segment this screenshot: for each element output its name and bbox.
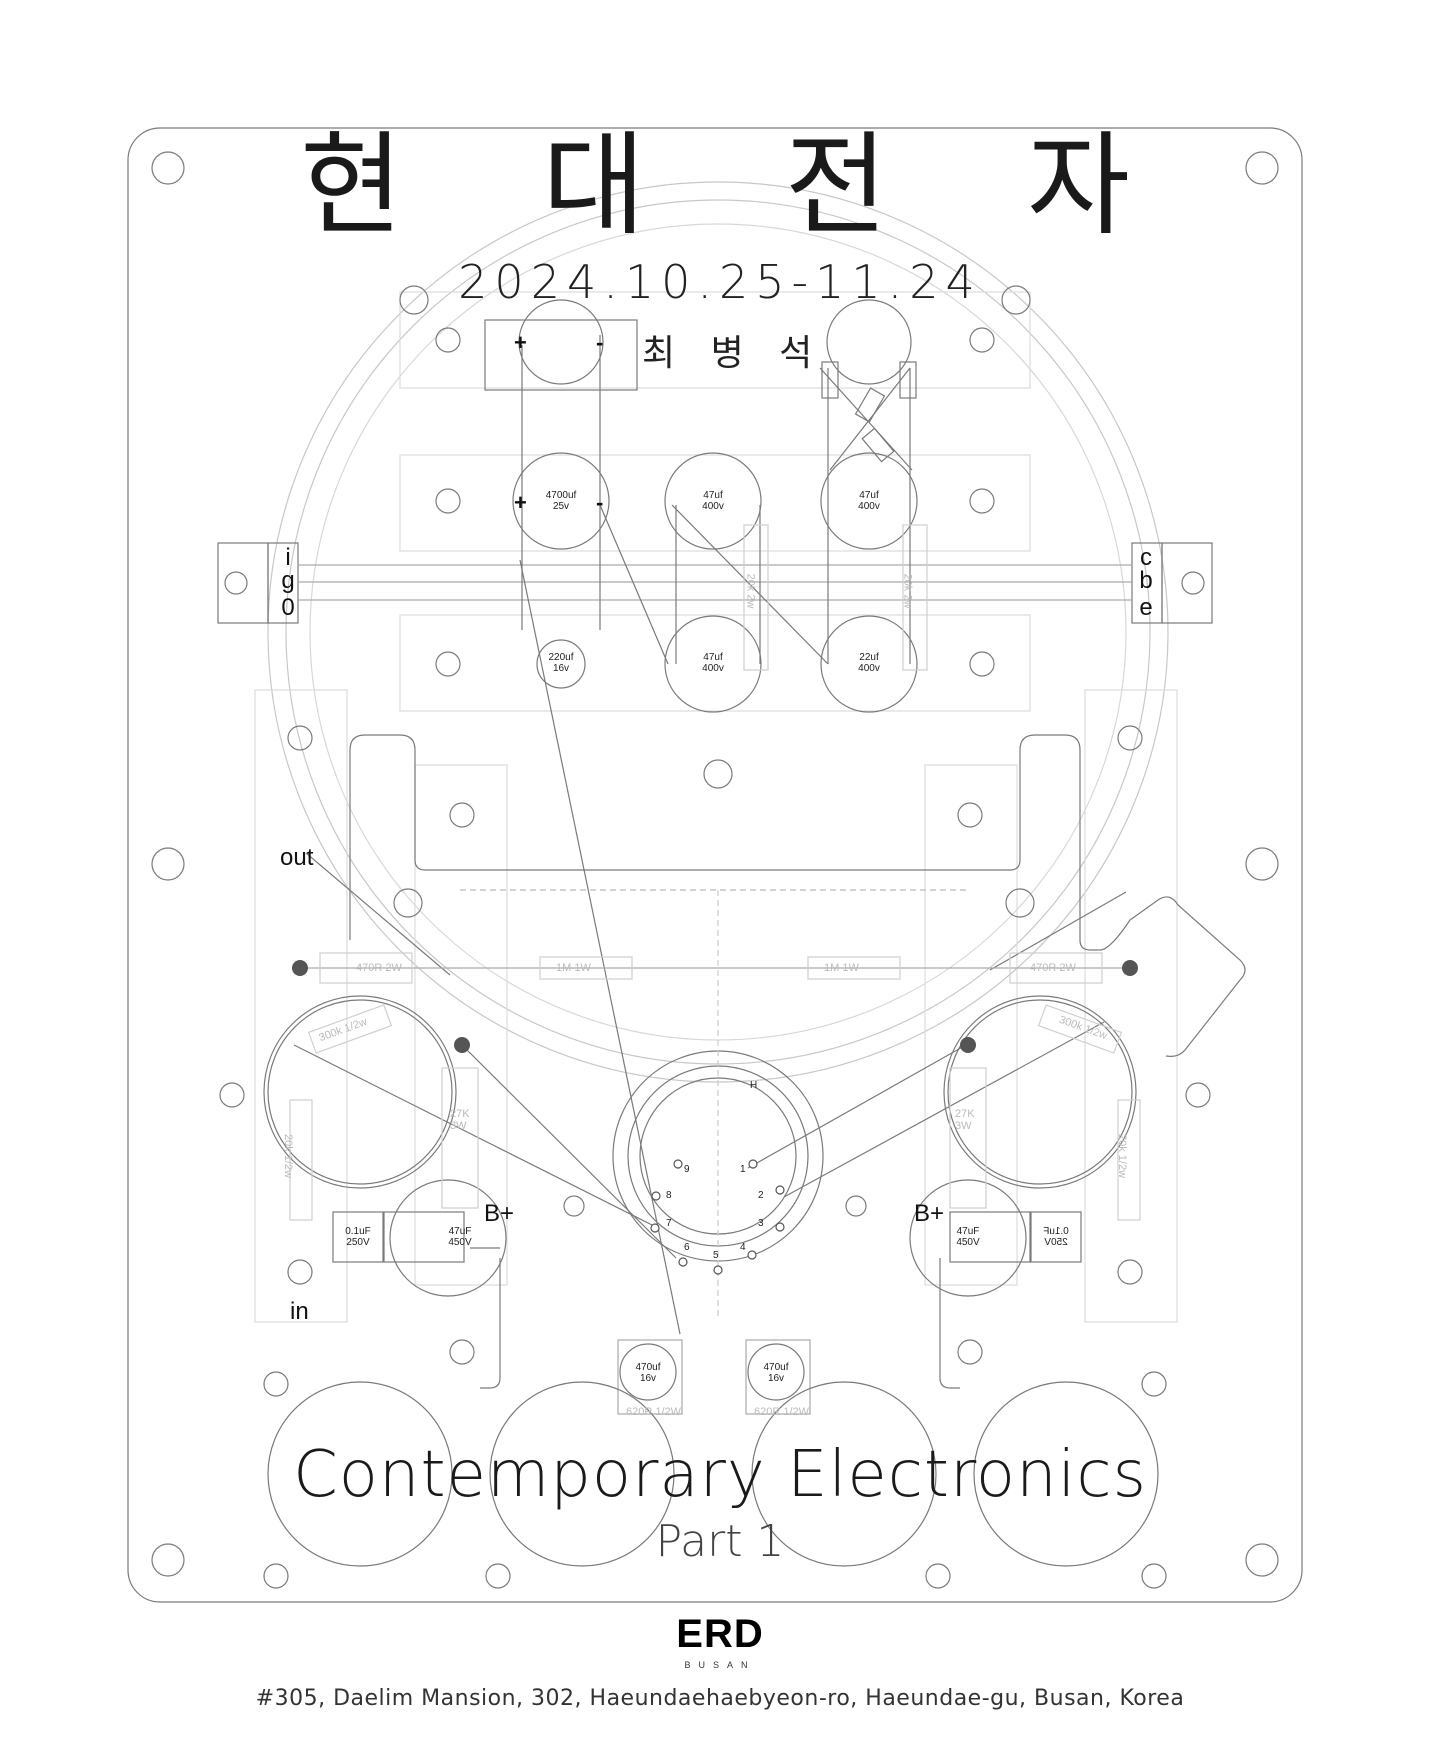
terminal-label-i: i bbox=[285, 544, 291, 571]
tube-pin-3: 3 bbox=[758, 1218, 764, 1229]
resistor-label: 470R 2W bbox=[1030, 962, 1076, 974]
terminal-label-0: 0 bbox=[281, 594, 295, 621]
gallery-address: #305, Daelim Mansion, 302, Haeundaehaeby… bbox=[255, 1686, 1185, 1711]
tube-pin-4: 4 bbox=[740, 1242, 746, 1253]
resistor-label: 620R 1/2W bbox=[626, 1406, 682, 1418]
heater-label: H bbox=[750, 1080, 758, 1091]
tube-pin-8: 8 bbox=[666, 1190, 672, 1201]
gallery-logo: ERD bbox=[676, 1612, 764, 1656]
in-label: in bbox=[290, 1298, 309, 1325]
resistor-label: 20k 1/2w bbox=[282, 1133, 295, 1179]
plus-sign: + bbox=[514, 330, 527, 355]
b-plus-label: B+ bbox=[914, 1200, 945, 1227]
resistor-label: 20k 2w bbox=[744, 573, 757, 609]
tube-pin-7: 7 bbox=[666, 1218, 672, 1229]
out-label: out bbox=[280, 844, 314, 871]
korean-title-char-3: 전 bbox=[784, 121, 888, 251]
terminal-label-b: b bbox=[1139, 567, 1153, 594]
plus-sign: + bbox=[514, 490, 527, 515]
minus-sign: - bbox=[596, 330, 604, 355]
resistor-label: 620R 1/2W bbox=[754, 1406, 810, 1418]
tube-pin-6: 6 bbox=[684, 1242, 690, 1253]
tube-pin-1: 1 bbox=[740, 1164, 746, 1175]
resistor-label: 27K 3W bbox=[955, 1108, 975, 1132]
exhibition-dates: 2024.10.25-11.24 bbox=[458, 255, 982, 309]
terminal-label-g: g bbox=[281, 567, 295, 594]
artist-name: 최 병 석 bbox=[642, 333, 825, 374]
resistor-label: 20k 1/2w bbox=[1116, 1133, 1129, 1179]
tube-pin-5: 5 bbox=[713, 1250, 719, 1261]
tube-pin-2: 2 bbox=[758, 1190, 764, 1201]
resistor-label: 27K 3W bbox=[450, 1108, 470, 1132]
korean-title: 현 대 전 자 bbox=[300, 130, 1130, 270]
gallery-logo-subtitle: BUSAN bbox=[684, 1660, 756, 1670]
resistor-label: 1M 1W bbox=[824, 962, 859, 974]
resistor-label: 20k 2w bbox=[901, 573, 914, 609]
resistor-label: 1M 1W bbox=[556, 962, 591, 974]
terminal-label-c: c bbox=[1140, 544, 1152, 571]
english-title: Contemporary Electronics bbox=[293, 1438, 1147, 1512]
korean-title-char-4: 자 bbox=[1026, 121, 1130, 251]
terminal-label-e: e bbox=[1139, 594, 1153, 621]
resistor-label: 470R 2W bbox=[356, 962, 402, 974]
korean-title-char-2: 대 bbox=[542, 121, 646, 251]
english-subtitle: Part 1 bbox=[655, 1516, 785, 1567]
tube-pin-9: 9 bbox=[684, 1164, 690, 1175]
korean-title-char-1: 현 bbox=[300, 121, 404, 251]
minus-sign: - bbox=[596, 490, 604, 515]
b-plus-label: B+ bbox=[484, 1200, 515, 1227]
